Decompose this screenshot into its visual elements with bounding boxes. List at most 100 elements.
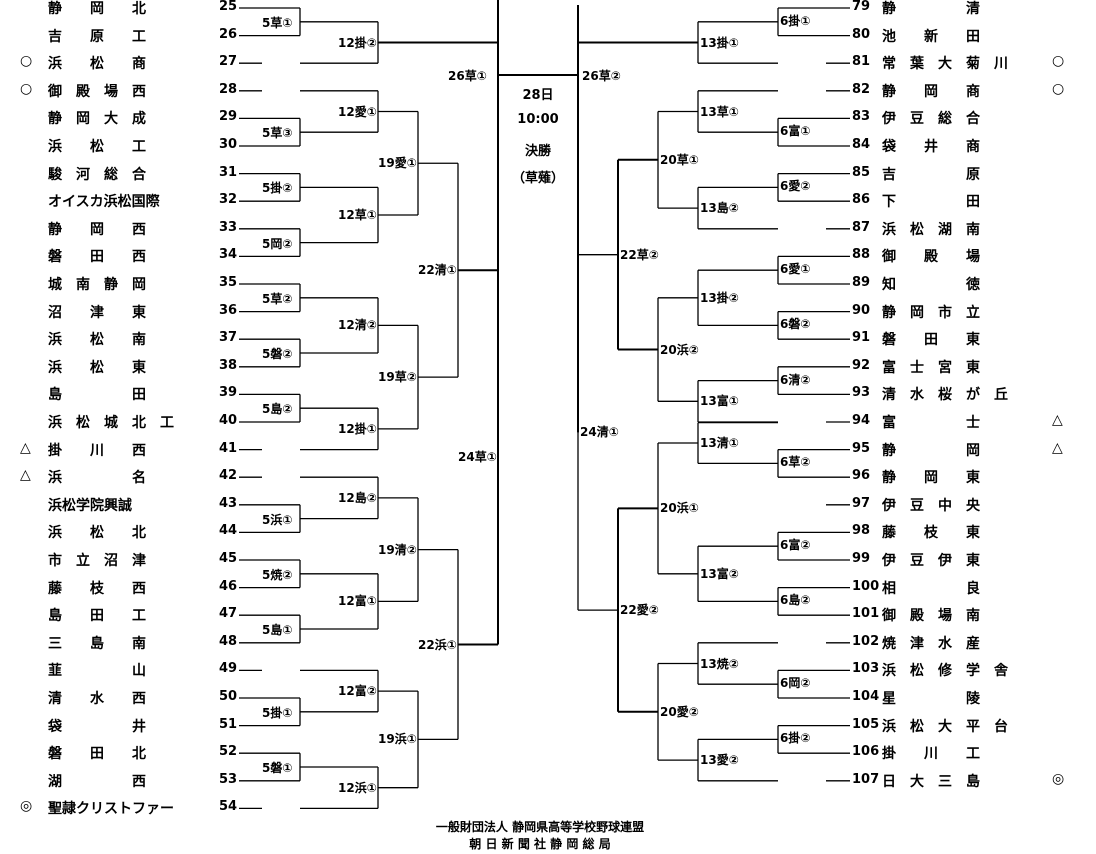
- team-name: 韮 山: [48, 663, 146, 680]
- team-number: 43: [219, 495, 238, 511]
- team-number: 37: [219, 330, 238, 346]
- match-label: 5島①: [262, 621, 293, 638]
- match-label: 6掛①: [780, 11, 811, 29]
- match-label: 13富②: [700, 564, 739, 582]
- team-number: 38: [219, 357, 238, 373]
- match-label: 13掛①: [700, 33, 739, 51]
- seed-mark: ○: [20, 53, 33, 70]
- team-number: 45: [219, 551, 238, 566]
- final-date: 28日: [522, 88, 554, 103]
- team-number: 102: [852, 633, 880, 649]
- team-name: 浜 松 北: [48, 525, 146, 542]
- match-label: 6富①: [780, 122, 811, 140]
- match-label: 12草①: [338, 206, 377, 223]
- match-label: 6島②: [780, 591, 811, 609]
- match-label: 5磐②: [262, 345, 293, 362]
- match-label: 13島②: [700, 199, 739, 217]
- team-number: 95: [852, 440, 871, 456]
- seed-mark: ◎: [1052, 770, 1065, 787]
- final-venue: （草薙）: [511, 171, 564, 186]
- team-number: 82: [852, 81, 871, 97]
- team-number: 54: [219, 799, 238, 815]
- team-name: 市 立 沼 津: [48, 553, 146, 569]
- team-number: 87: [852, 219, 871, 235]
- match-label: 19清②: [378, 540, 417, 558]
- match-label: 13焼②: [700, 654, 739, 672]
- match-label: 13富①: [700, 392, 739, 410]
- team-name: 浜 松 南: [48, 332, 146, 349]
- match-label: 20草①: [660, 150, 699, 168]
- match-label: 6草②: [780, 453, 811, 471]
- team-name: 静 岡 大 成: [48, 111, 146, 128]
- match-label: 6愛②: [780, 177, 811, 195]
- team-number: 80: [852, 26, 871, 42]
- team-name: 常 葉 大 菊 川: [882, 56, 1008, 73]
- match-label: 5草③: [262, 124, 293, 142]
- team-name: 星 陵: [882, 691, 980, 707]
- match-label: 13掛②: [700, 288, 739, 306]
- match-label: 5掛①: [262, 703, 293, 721]
- team-name: 吉 原 工: [48, 28, 146, 45]
- match-label: 20愛②: [660, 702, 699, 720]
- team-name: オイスカ浜松国際: [48, 194, 160, 211]
- team-name: 城 南 静 岡: [48, 277, 146, 293]
- team-name: 藤 枝 西: [48, 580, 146, 597]
- match-label: 6富②: [780, 536, 811, 554]
- team-number: 30: [219, 137, 238, 152]
- team-number: 103: [852, 661, 880, 677]
- team-number: 93: [852, 385, 871, 401]
- team-name: 静 岡 東: [882, 470, 980, 487]
- team-name: 下 田: [882, 194, 980, 211]
- team-name: 磐 田 北: [48, 746, 146, 763]
- team-name: 三 島 南: [48, 635, 146, 652]
- team-number: 92: [852, 357, 871, 373]
- team-name: 沼 津 東: [48, 304, 146, 321]
- match-label: 5焼②: [262, 565, 293, 583]
- team-number: 90: [852, 302, 871, 318]
- footer-line1: 一般財団法人 静岡県高等学校野球連盟: [435, 820, 645, 834]
- match-label: 19愛①: [378, 154, 417, 172]
- match-label: 22浜①: [418, 635, 457, 653]
- team-number: 94: [852, 413, 871, 428]
- team-name: 静 岡 西: [48, 221, 146, 238]
- team-name: 浜 松 大 平 台: [882, 718, 1008, 735]
- team-number: 41: [219, 440, 238, 456]
- match-label: 12富②: [338, 682, 377, 700]
- team-number: 86: [852, 192, 871, 208]
- team-name: 御 殿 場: [882, 249, 980, 266]
- team-name: 掛 川 工: [882, 746, 980, 763]
- team-number: 25: [219, 0, 238, 14]
- team-name: 知 徳: [882, 277, 980, 293]
- match-label: 6磐②: [780, 315, 811, 333]
- match-label: 19浜①: [378, 730, 417, 748]
- team-number: 105: [852, 716, 880, 732]
- match-label: 19草②: [378, 368, 417, 386]
- seed-mark: ○: [1052, 53, 1065, 70]
- team-number: 34: [219, 247, 238, 263]
- team-name: 掛 川 西: [48, 442, 146, 459]
- seed-mark: ○: [1052, 80, 1065, 97]
- team-name: 藤 枝 東: [882, 525, 980, 542]
- seed-mark: △: [20, 439, 31, 456]
- match-label: 12富①: [338, 592, 377, 610]
- team-number: 98: [852, 523, 871, 539]
- team-name: 富 士: [882, 415, 980, 431]
- team-number: 39: [219, 385, 238, 401]
- team-name: 浜 松 湖 南: [882, 221, 980, 238]
- team-name: 伊 豆 総 合: [882, 111, 980, 128]
- team-name: 静 岡: [882, 442, 980, 459]
- team-number: 27: [219, 54, 238, 70]
- match-label: 22清①: [418, 261, 457, 279]
- match-label: 22草②: [620, 245, 659, 263]
- team-name: 焼 津 水 産: [882, 635, 980, 652]
- team-number: 89: [852, 275, 871, 290]
- team-name: 聖隷クリストファー: [48, 801, 174, 818]
- team-name: 湖 西: [48, 773, 146, 790]
- match-label: 6清②: [780, 370, 811, 388]
- team-number: 47: [219, 606, 238, 622]
- team-name: 清 水 桜 が 丘: [882, 387, 1008, 404]
- match-label: 5草②: [262, 289, 293, 307]
- team-number: 96: [852, 468, 871, 484]
- match-label: 24清①: [580, 423, 619, 441]
- team-name: 御 殿 場 西: [48, 83, 146, 100]
